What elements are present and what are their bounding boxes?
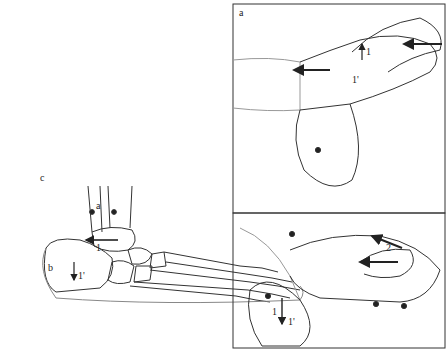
cuneiforms	[134, 252, 166, 282]
callout-number: a	[239, 7, 243, 18]
callout-number: a	[96, 200, 100, 211]
contact-dot	[289, 231, 294, 236]
calcaneus	[44, 239, 112, 292]
foot-skeleton	[43, 186, 303, 303]
foot	[290, 235, 440, 302]
navicular	[128, 248, 152, 265]
leg	[233, 58, 300, 110]
leg	[240, 228, 300, 300]
contact-dot	[90, 210, 95, 215]
force-arrow	[361, 44, 362, 60]
tibia	[108, 186, 132, 228]
hand	[296, 104, 359, 186]
panel-frame	[233, 213, 445, 348]
hand	[352, 18, 441, 72]
force-arrow	[360, 261, 398, 263]
callout-number: 1	[96, 242, 101, 253]
fibula	[88, 186, 102, 232]
glide-arrow	[86, 239, 118, 241]
callout-number: 2	[386, 242, 391, 253]
force-arrow	[404, 43, 442, 45]
hand	[360, 249, 413, 277]
callout-number: 1'	[78, 270, 85, 281]
force-arrow	[294, 69, 330, 71]
metatarsals	[130, 252, 250, 296]
panel-frame	[233, 4, 445, 213]
glide-arrow	[73, 262, 74, 280]
callout-number: c	[40, 172, 44, 183]
phalanges	[236, 266, 300, 302]
callout-number: b	[48, 262, 53, 273]
contact-dot	[373, 301, 378, 306]
photo-panels	[233, 4, 445, 348]
cuboid	[108, 261, 134, 284]
callout-number: 1'	[288, 316, 295, 327]
foot-outline	[43, 248, 303, 303]
hand	[249, 282, 311, 346]
callout-number: 1	[272, 306, 277, 317]
callout-number: 1'	[352, 74, 359, 85]
callout-number: 1	[366, 46, 371, 57]
contact-dot	[401, 303, 406, 308]
contact-dot	[315, 147, 320, 152]
force-arrow	[281, 298, 282, 324]
contact-dot	[112, 210, 117, 215]
foot	[300, 36, 437, 110]
contact-dot	[265, 293, 270, 298]
